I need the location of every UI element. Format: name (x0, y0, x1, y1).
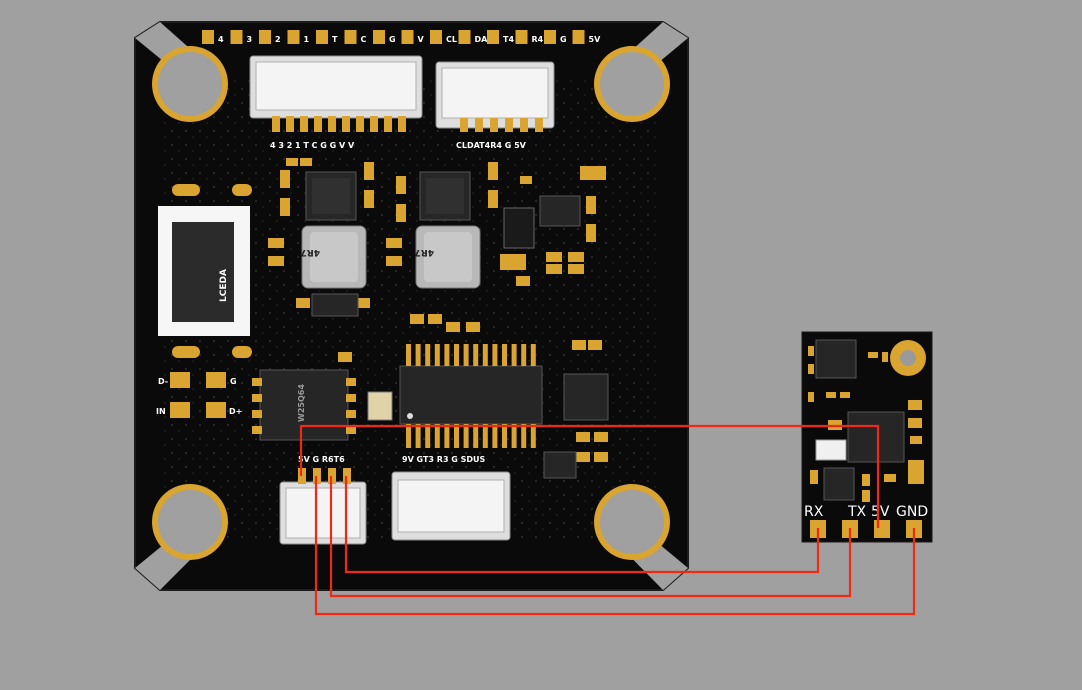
top-pad (458, 30, 471, 44)
top-pad-label: 3 (247, 35, 253, 44)
tx-pin-label: TX (847, 504, 867, 520)
mounting-hole-top-left (135, 22, 228, 122)
motor-connector: 4 3 2 1 T C G G V V (249, 55, 423, 150)
usb-pads: D- G IN D+ (156, 372, 242, 418)
top-pad (259, 30, 271, 44)
top-pad-label: G (560, 35, 567, 44)
pad-label-dminus: D- (158, 377, 168, 386)
pad-label-g: G (230, 377, 237, 386)
uart-header-label: 5V G R6T6 (298, 455, 345, 464)
top-pad-label: CL (446, 35, 457, 44)
bottom-right-connector: 9V GT3 R3 G SDUS (391, 455, 511, 541)
i2c-connector: CLDAT4R4 G 5V (435, 61, 555, 150)
top-pad (544, 30, 556, 44)
top-pad (487, 30, 499, 44)
wire-t6-rx (344, 476, 820, 574)
usb-logo-area: LCEDA (158, 184, 252, 358)
top-pad-label: 1 (304, 35, 310, 44)
top-pad (373, 30, 385, 44)
top-pad (430, 30, 442, 44)
inductor-1: 4R7 (301, 225, 367, 289)
top-pad-label: T4 (503, 35, 514, 44)
mcu-chip (399, 344, 543, 448)
top-pad-label: T (332, 35, 338, 44)
top-pad-label: DA (475, 35, 489, 44)
top-pad-label: 5V (589, 35, 602, 44)
receiver-module: RX TX 5V GND (801, 331, 933, 543)
inductor-label-2: 4R7 (415, 247, 434, 257)
i2c-header-label: CLDAT4R4 G 5V (456, 141, 527, 150)
rx-pin-label: RX (804, 504, 824, 520)
top-pad-label: R4 (532, 35, 544, 44)
logo-text: LCEDA (219, 269, 229, 302)
flash-chip: W25Q64 (252, 369, 356, 441)
gnd-pin-label: GND (896, 504, 928, 520)
top-pad (401, 30, 414, 44)
top-pad (202, 30, 214, 44)
inductor-2: 4R7 (415, 225, 481, 289)
top-pad (230, 30, 243, 44)
pad-label-in: IN (156, 407, 166, 416)
inductor-label-1: 4R7 (301, 247, 320, 257)
top-pad (515, 30, 528, 44)
mounting-hole-bottom-left (135, 484, 228, 590)
flash-chip-label: W25Q64 (297, 384, 306, 422)
top-pad-label: 4 (218, 35, 224, 44)
passive-components (268, 158, 609, 479)
wires (299, 424, 916, 616)
right-header-label: 9V GT3 R3 G SDUS (402, 455, 486, 464)
top-pad-label: G (389, 35, 396, 44)
5v-pad (874, 520, 890, 538)
top-pad (316, 30, 328, 44)
top-pad (287, 30, 300, 44)
5v-pin-label: 5V (871, 504, 890, 520)
top-pad (344, 30, 357, 44)
top-solder-pads: 4 3 2 1 T C G V CL DA T4 R4 G 5V (202, 30, 601, 44)
mounting-hole-top-right (594, 22, 688, 122)
top-pad-label: C (361, 35, 367, 44)
regulator-chips (305, 171, 471, 221)
wire-5v (299, 424, 880, 528)
wire-r6-tx (329, 476, 852, 598)
top-pad (572, 30, 585, 44)
top-pad-label: V (418, 35, 425, 44)
wire-gnd (314, 476, 916, 616)
top-pad-label: 2 (275, 35, 281, 44)
pad-label-dplus: D+ (229, 407, 242, 416)
motor-header-label: 4 3 2 1 T C G G V V (270, 141, 355, 150)
